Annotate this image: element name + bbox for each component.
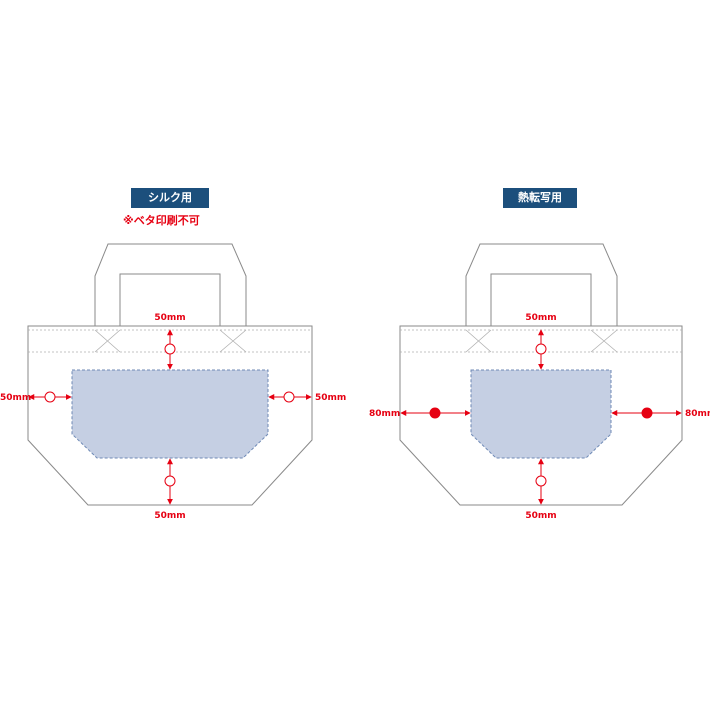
silk-bag: 50mm 50mm 50mm 50mm [0, 243, 346, 521]
heat-bottom-label: 50mm [525, 511, 556, 521]
silk-right-marker [283, 391, 295, 403]
silk-bag-handle [94, 243, 247, 326]
silk-bottom-label: 50mm [154, 511, 185, 521]
silk-title-badge: シルク用 [131, 188, 209, 208]
heat-top-marker [535, 343, 547, 355]
heat-right-label: 80mm [685, 409, 710, 419]
heat-transfer-bag: 50mm 80mm 80mm 50mm [369, 243, 710, 521]
heat-bag-handle-inner [490, 273, 592, 326]
silk-note: ※ベタ印刷不可 [123, 214, 200, 227]
silk-bag-stitch [94, 329, 247, 353]
silk-print-area [71, 369, 269, 459]
silk-right-label: 50mm [315, 393, 346, 403]
heat-left-label: 80mm [369, 409, 400, 419]
silk-bag-handle-inner [119, 273, 221, 326]
silk-bottom-marker [164, 475, 176, 487]
heat-bag-stitch [465, 329, 618, 353]
heat-left-marker [429, 407, 441, 419]
heat-bag-handle [465, 243, 618, 326]
heat-print-area [470, 369, 612, 459]
silk-left-marker [44, 391, 56, 403]
heat-transfer-title-badge: 熱転写用 [503, 188, 577, 208]
heat-bottom-marker [535, 475, 547, 487]
heat-top-label: 50mm [525, 313, 556, 323]
silk-top-label: 50mm [154, 313, 185, 323]
heat-right-marker [641, 407, 653, 419]
silk-left-label: 50mm [0, 393, 31, 403]
silk-top-marker [164, 343, 176, 355]
